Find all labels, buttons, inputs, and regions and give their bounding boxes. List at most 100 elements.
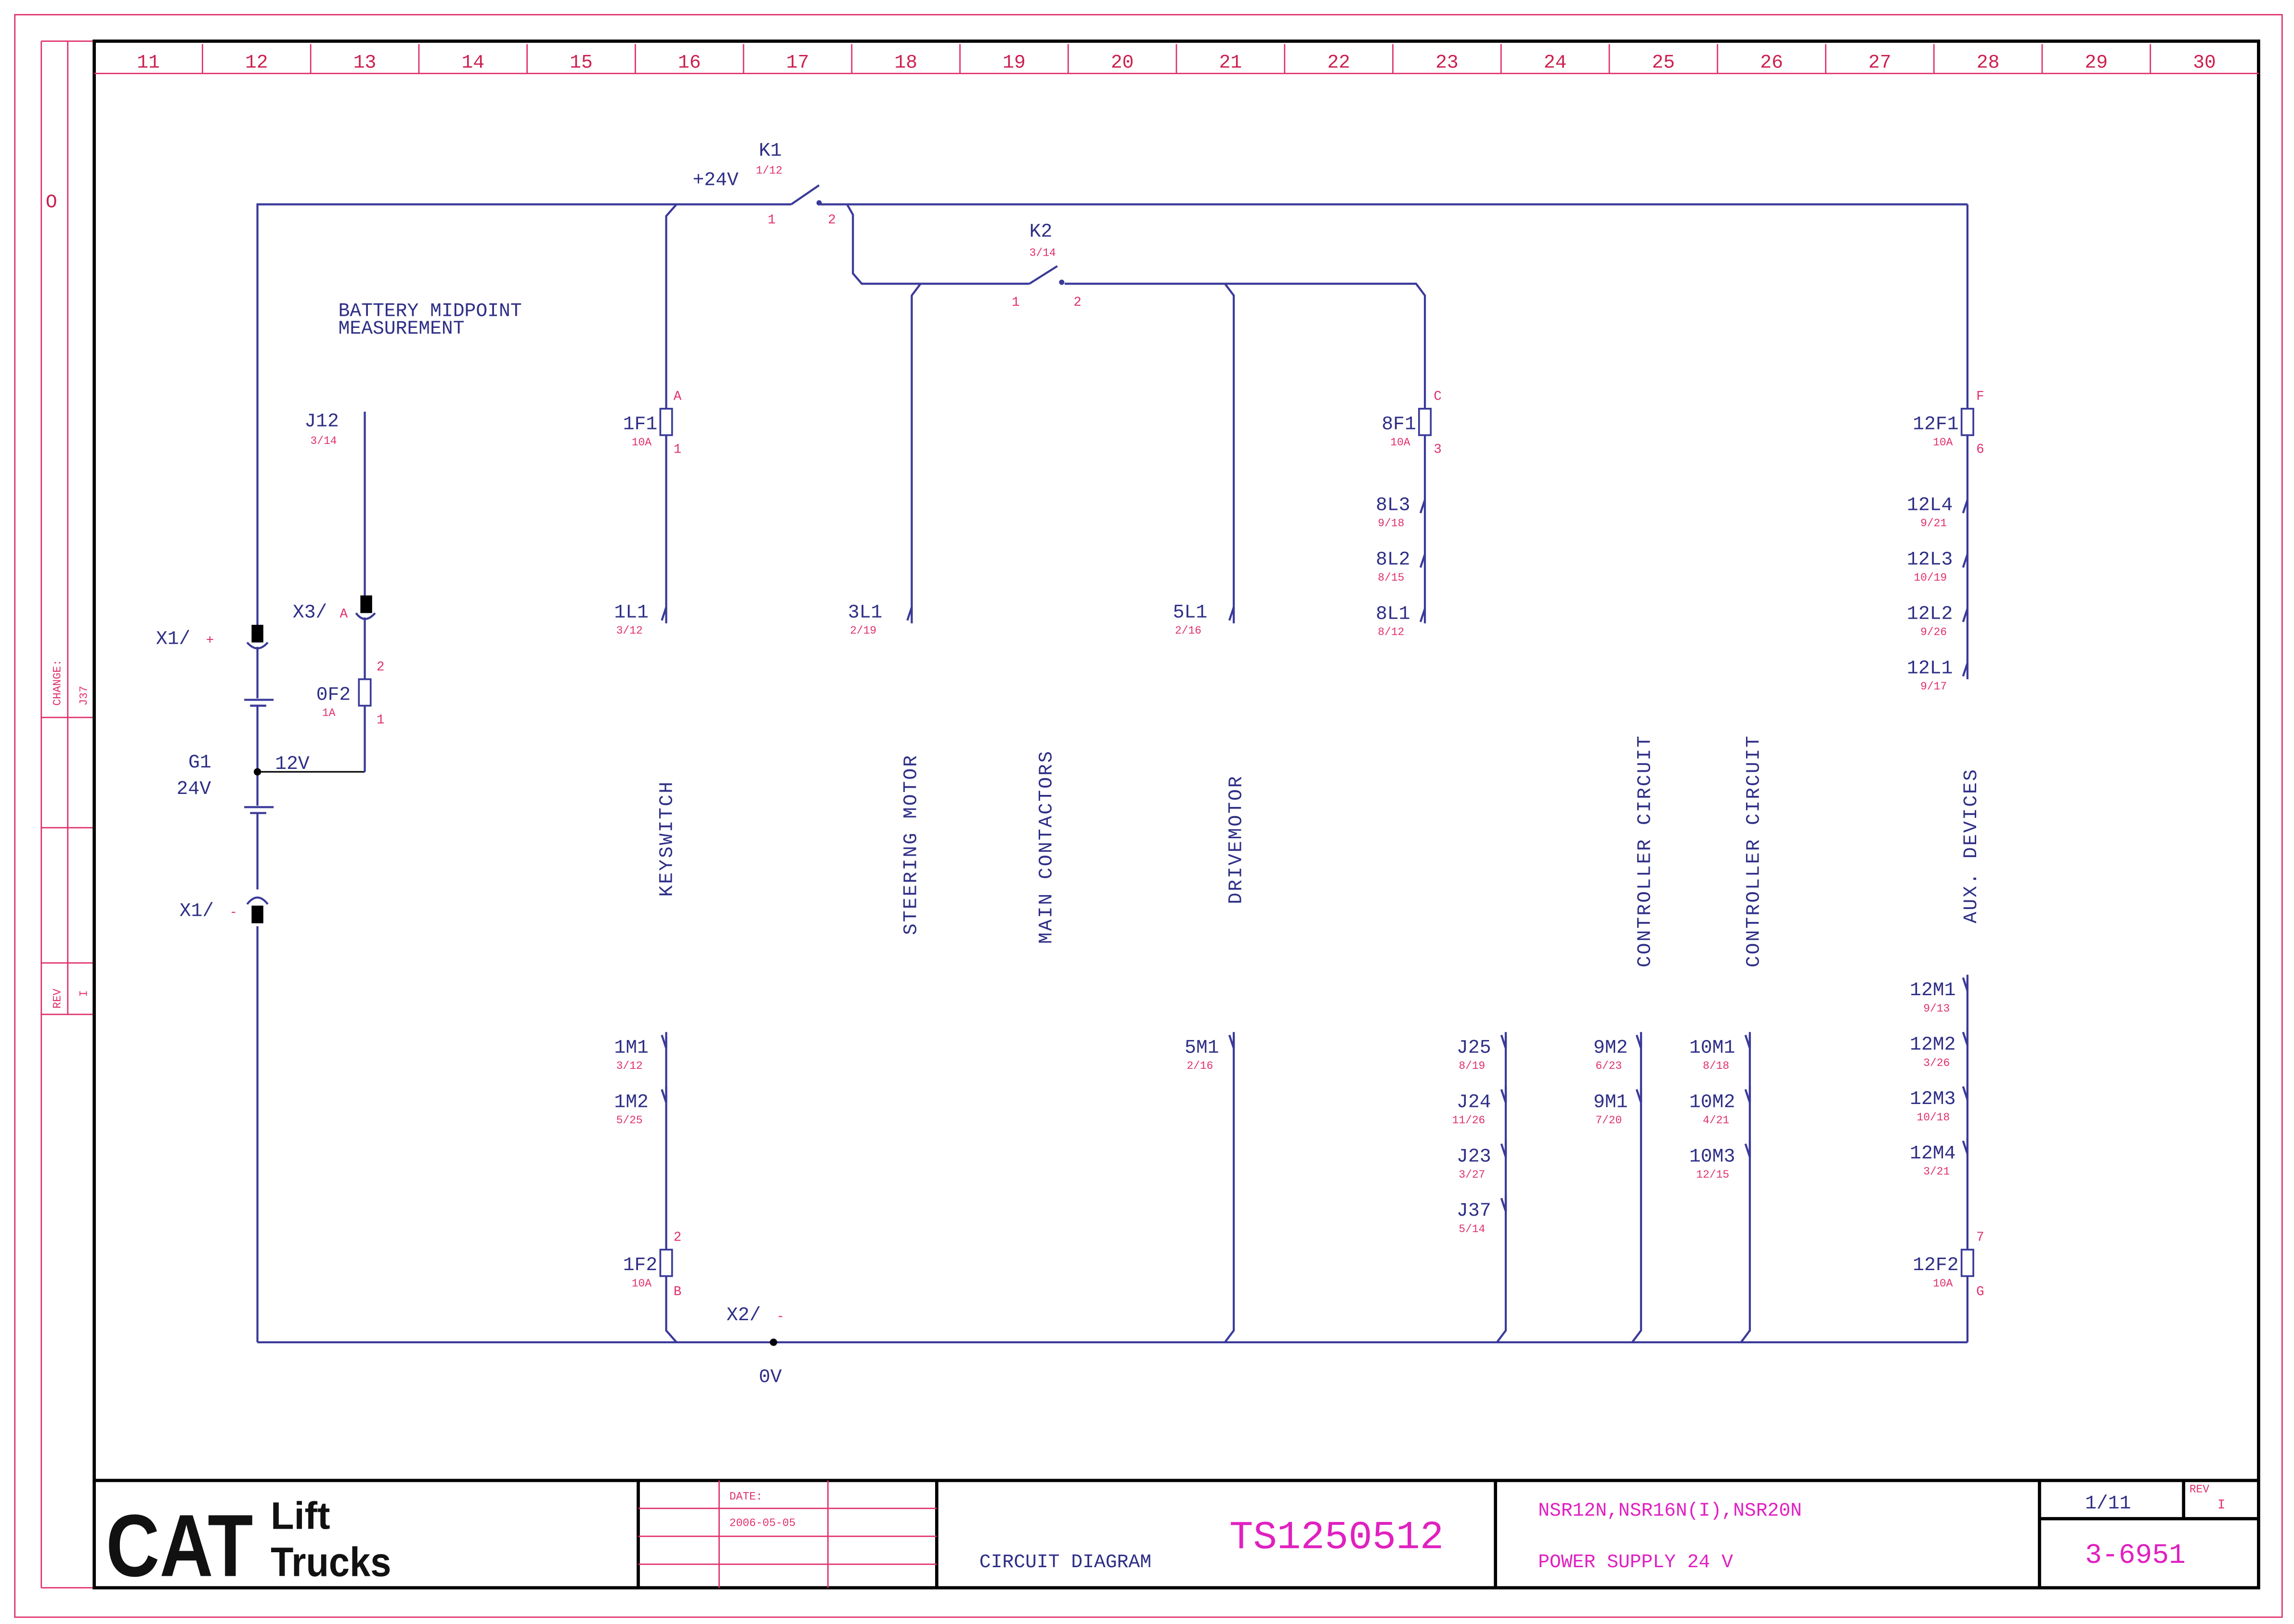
- ruler-column-label: 19: [1003, 52, 1026, 73]
- rev-label: REV: [51, 988, 64, 1008]
- fuse-pin: F: [1976, 390, 1984, 404]
- connector-tick-icon: [1744, 1141, 1751, 1157]
- ruler-column-label: 25: [1652, 52, 1675, 73]
- rev-value-title: I: [2217, 1498, 2225, 1513]
- svg-text:1: 1: [1012, 295, 1019, 310]
- connector-label: 12M2: [1910, 1034, 1955, 1055]
- svg-text:+: +: [206, 633, 214, 648]
- section-label: CONTROLLER CIRCUIT: [1634, 735, 1655, 968]
- section-label: STEERING MOTOR: [900, 754, 922, 935]
- x3-label: X3/: [293, 601, 327, 623]
- wiring: [244, 184, 1968, 1346]
- connector-ref: 8/19: [1459, 1060, 1485, 1072]
- connector-label: 8L3: [1376, 494, 1410, 516]
- svg-text:-: -: [230, 905, 237, 920]
- models: NSR12N,NSR16N(I),NSR20N: [1538, 1500, 1802, 1521]
- section-label: DRIVEMOTOR: [1225, 775, 1247, 904]
- connector-label: 12L3: [1907, 549, 1953, 571]
- connector-label: 12M4: [1910, 1143, 1955, 1164]
- ruler-column-label: 24: [1544, 52, 1567, 73]
- svg-text:3/14: 3/14: [311, 435, 337, 447]
- connector-ref: 3/12: [616, 1060, 643, 1072]
- connector-ref: 10/19: [1914, 572, 1947, 584]
- connector-ref: 2/16: [1186, 1060, 1213, 1072]
- doc-number: TS1250512: [1229, 1515, 1444, 1560]
- fuse-12f1-icon: [1960, 408, 1974, 436]
- ruler-column-label: 20: [1111, 52, 1134, 73]
- connector-ref: 9/17: [1920, 680, 1947, 693]
- svg-text:1: 1: [768, 213, 775, 228]
- 0f2-label: 0F2: [316, 684, 351, 705]
- connector-label: 9M1: [1593, 1091, 1628, 1113]
- connector-tick-icon: [1500, 1141, 1507, 1157]
- g1-label: G1: [188, 752, 211, 773]
- fuse-8f1-icon: [1418, 408, 1432, 436]
- connector-ref: 10/18: [1917, 1111, 1950, 1124]
- connector-label: 10M3: [1689, 1145, 1735, 1167]
- fuse-pin: 3: [1434, 442, 1441, 457]
- date-value: 2006-05-05: [730, 1517, 795, 1530]
- punch-hole-icon: O: [46, 192, 57, 213]
- connector-ref: 8/12: [1378, 626, 1404, 638]
- title-block: CAT Lift Trucks DATE: 2006-05-05 CIRCUIT…: [94, 1479, 2259, 1595]
- connector-tick-icon: [1635, 1032, 1642, 1049]
- connector-label: 5L1: [1173, 601, 1207, 623]
- connector-ref: 9/13: [1923, 1002, 1950, 1015]
- x2-label: X2/: [727, 1304, 761, 1326]
- connector-tick-icon: [1962, 554, 1968, 568]
- connector-tick-icon: [1228, 607, 1235, 621]
- ruler-column-label: 28: [1977, 52, 2000, 73]
- fuse-12f2-icon: [1960, 1248, 1974, 1277]
- ruler-column-label: 30: [2193, 52, 2216, 73]
- midpoint-voltage: 12V: [275, 753, 310, 775]
- fuse-labels: 1F110AA18F110AC312F110AF61F210A2B12F210A…: [623, 390, 1984, 1300]
- connector-ref: 3/21: [1923, 1166, 1950, 1178]
- connector-tick-icon: [1419, 499, 1426, 514]
- terminal-x1-plus-icon: [251, 624, 263, 643]
- connector-label: J23: [1457, 1145, 1491, 1167]
- connector-ref: 3/26: [1923, 1057, 1950, 1069]
- rev-value: I: [78, 990, 90, 997]
- connector-ref: 6/23: [1595, 1060, 1622, 1072]
- connector-ref: 5/25: [616, 1114, 643, 1127]
- connector-label: J25: [1457, 1037, 1491, 1058]
- ruler-column-label: 14: [461, 52, 484, 73]
- fuse-pin: 6: [1976, 442, 1984, 457]
- fuse-pin: G: [1976, 1285, 1984, 1299]
- relay-k2-ref: 3/14: [1030, 247, 1056, 259]
- connector-tick-icon: [661, 607, 667, 621]
- connector-labels: 1L13/123L12/195L12/168L39/188L28/158L18/…: [614, 494, 1955, 1235]
- ruler-column-label: 11: [137, 52, 160, 73]
- relay-k1-contact: [790, 184, 820, 206]
- connector-tick-icon: [1500, 1032, 1507, 1049]
- connector-ticks: [661, 499, 1968, 1212]
- fuse-pin: B: [674, 1285, 681, 1299]
- labels: K1 1/12 +24V 1 2 K2 3/14 1 2 BATTERY MID…: [156, 140, 1082, 1388]
- battery-note-2: MEASUREMENT: [339, 318, 465, 339]
- outer-border: [14, 14, 2283, 1618]
- relay-k1-ref: 1/12: [756, 164, 782, 177]
- svg-text:2: 2: [1073, 295, 1081, 310]
- fuse-pin: 7: [1976, 1230, 1984, 1245]
- rev-label-title: REV: [2190, 1483, 2209, 1495]
- fuse-rating: 10A: [1390, 436, 1410, 449]
- connector-tick-icon: [1962, 1083, 1968, 1100]
- connector-tick-icon: [1419, 554, 1426, 568]
- relay-k2-contact: [1029, 265, 1058, 285]
- ruler-column-label: 17: [786, 52, 809, 73]
- battery-note: BATTERY MIDPOINT: [339, 300, 522, 322]
- connector-tick-icon: [661, 1086, 667, 1103]
- connector-label: 9M2: [1593, 1037, 1628, 1058]
- connector-tick-icon: [1228, 1032, 1235, 1049]
- ruler-column-label: 26: [1760, 52, 1783, 73]
- logo-trucks: Trucks: [271, 1539, 391, 1585]
- svg-text:1A: 1A: [322, 707, 336, 719]
- connector-tick-icon: [906, 607, 913, 621]
- connector-ref: 12/15: [1696, 1169, 1729, 1181]
- ruler-column-label: 22: [1327, 52, 1350, 73]
- connector-label: 10M1: [1689, 1037, 1735, 1058]
- svg-text:2: 2: [377, 660, 384, 675]
- fuse-pin: A: [674, 390, 682, 404]
